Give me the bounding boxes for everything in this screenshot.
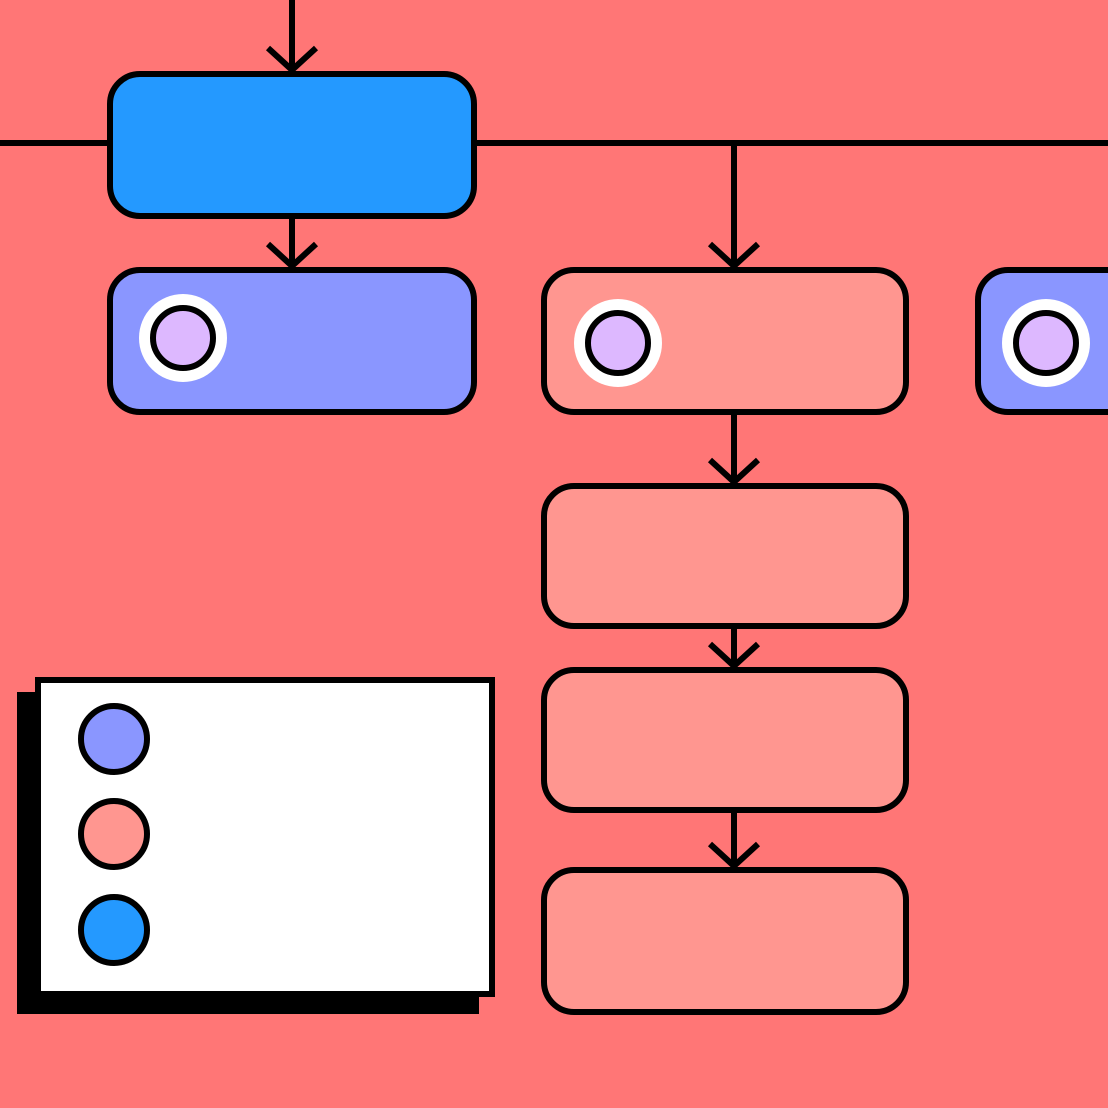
legend-swatch-primary [78,894,150,966]
arrow-head-top-in [265,45,319,75]
chain-node-3 [541,867,909,1015]
arrow-head-chain2 [707,641,761,671]
root-node [107,71,477,219]
arrow-head-chain3 [707,841,761,871]
chain-node-2 [541,667,909,813]
legend-swatch-tertiary [78,798,150,870]
chain-node-1 [541,483,909,629]
child-node-1-dot [150,305,216,371]
arrow-head-chain1 [707,457,761,487]
arrow-head-child2 [707,241,761,271]
child-node-2-dot [585,310,651,376]
legend-swatch-secondary [78,703,150,775]
child-node-3-dot [1013,310,1079,376]
arrow-head-child1 [265,241,319,271]
